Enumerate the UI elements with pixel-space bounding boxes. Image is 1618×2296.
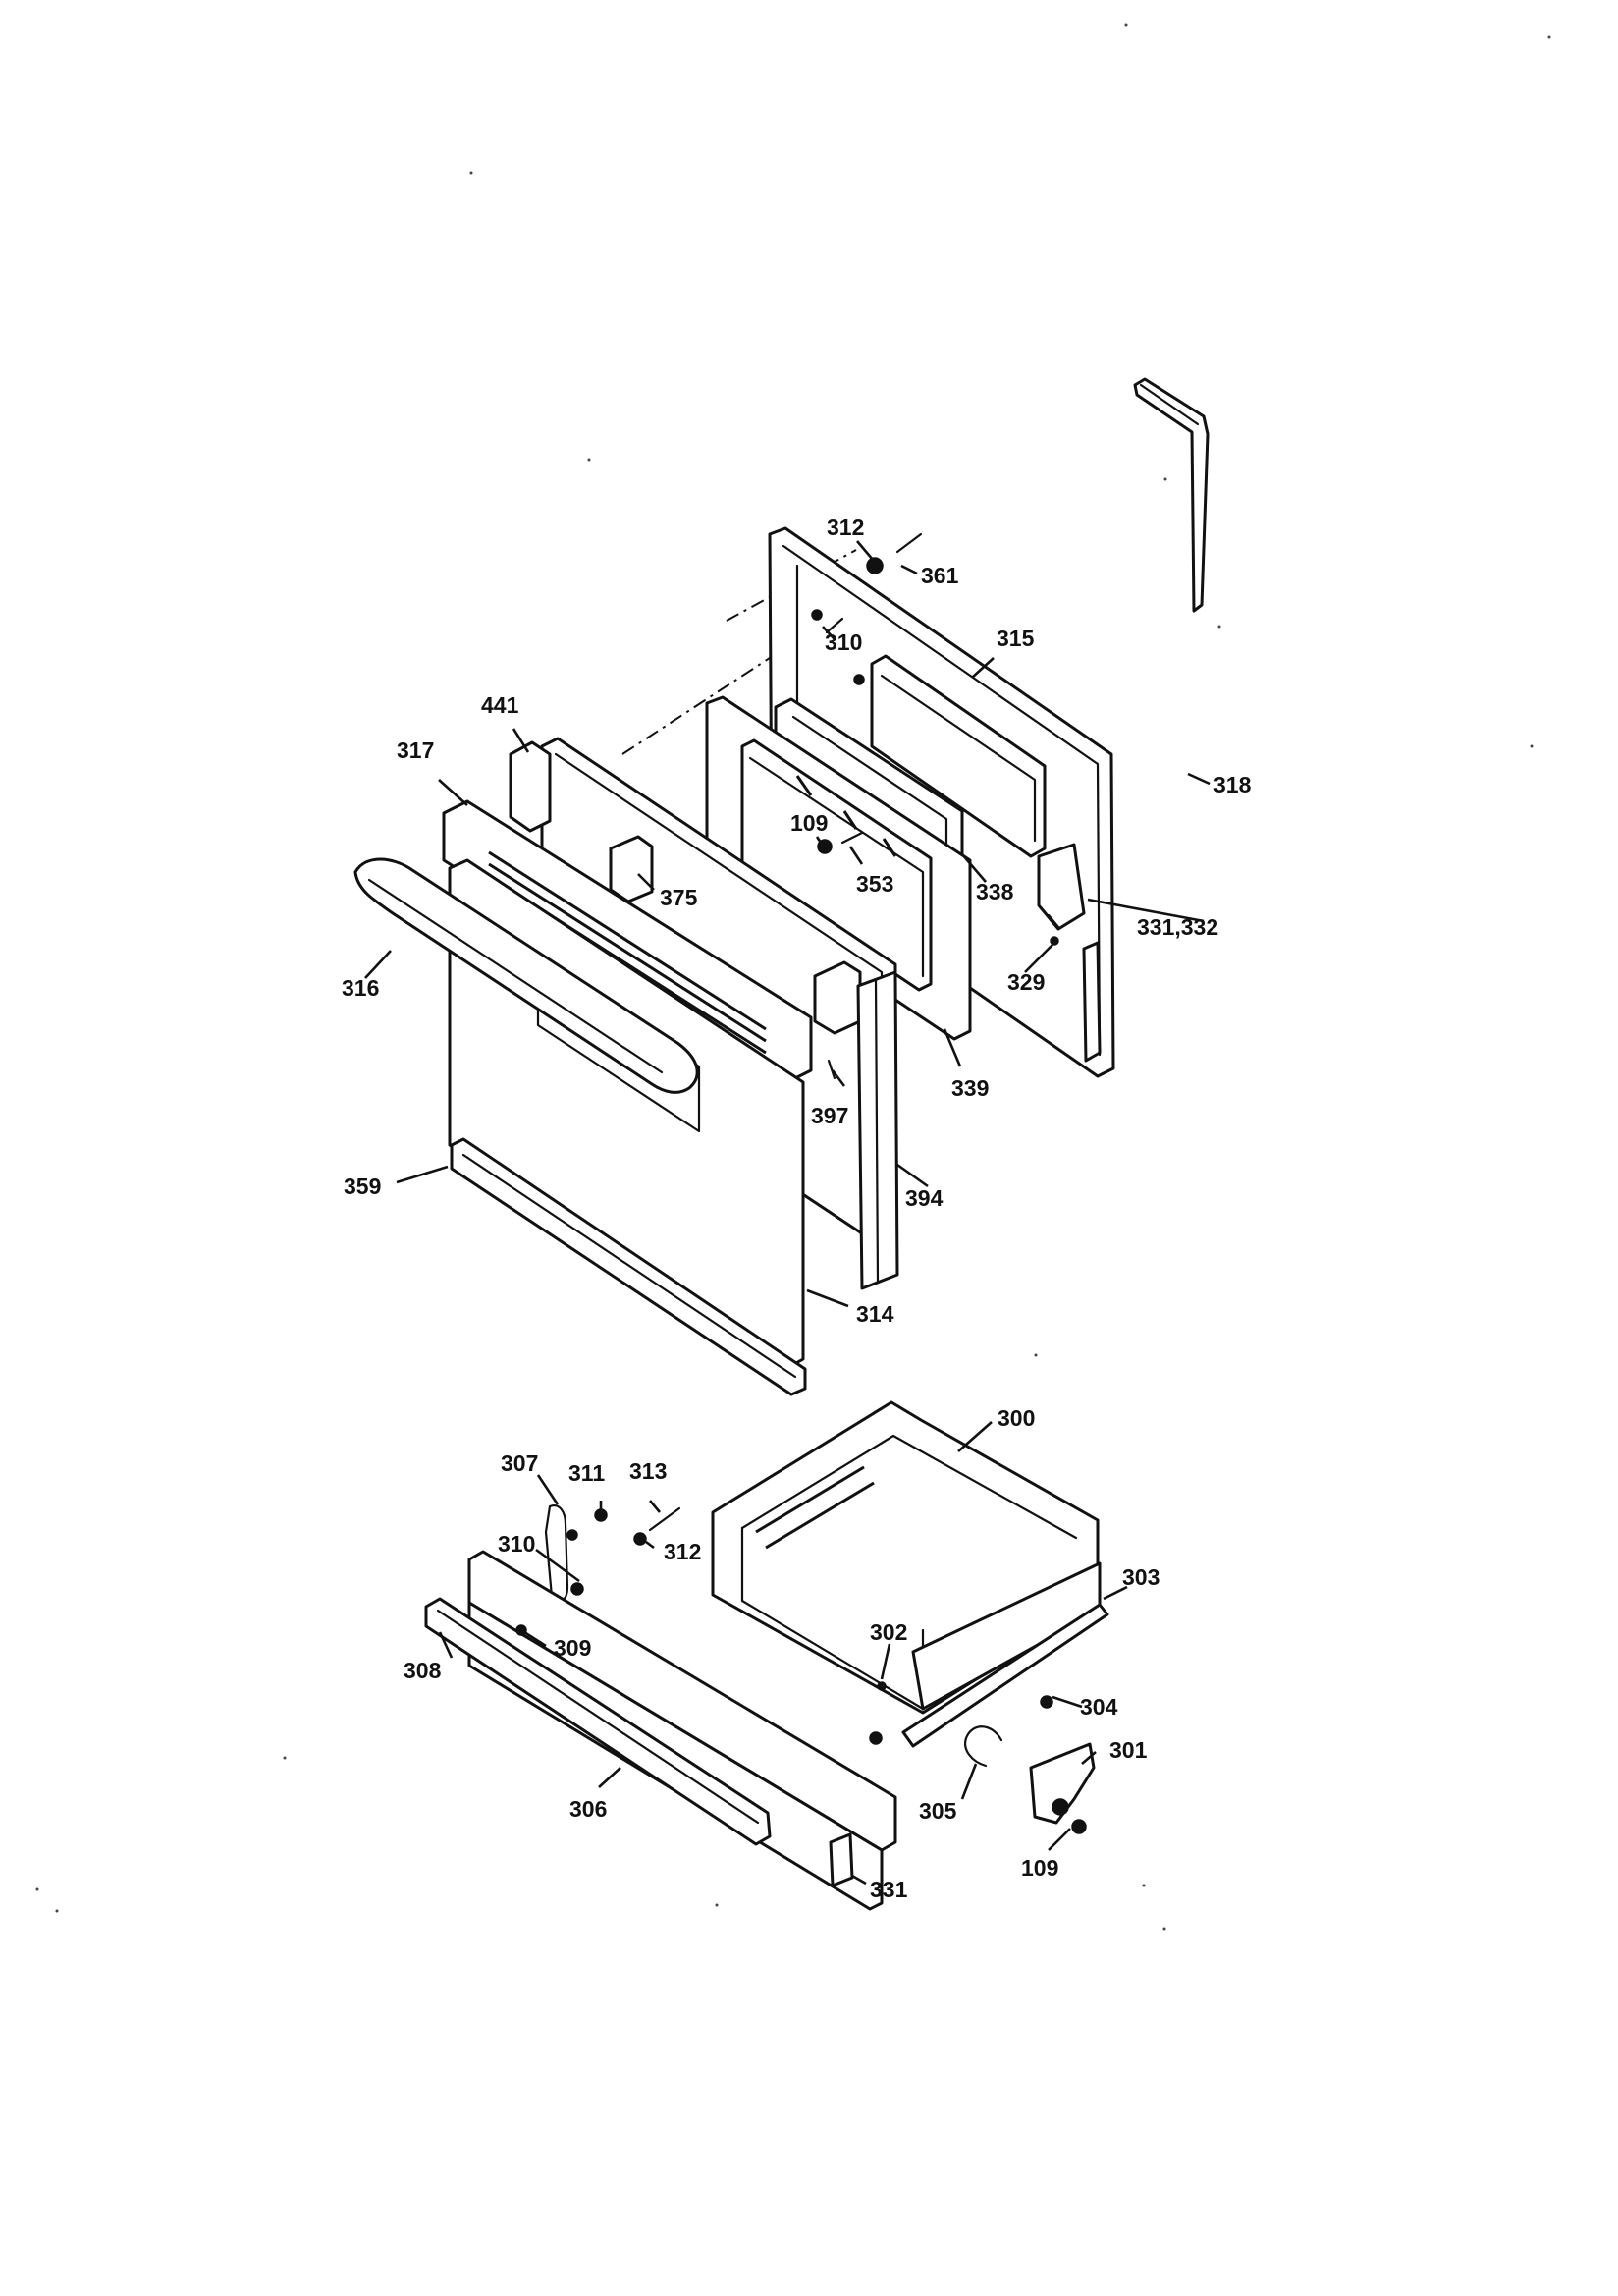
callout-306: 306: [569, 1796, 607, 1822]
drawer-gasket-307: [544, 1504, 569, 1603]
callout-309: 309: [554, 1635, 591, 1661]
callout-312-lower: 312: [664, 1539, 701, 1564]
callout-394: 394: [905, 1185, 944, 1211]
callout-375: 375: [660, 885, 698, 910]
callout-labels: 312 361 310 315 318 441 317 109 353 338 …: [342, 515, 1252, 1902]
door-handle-316: [353, 857, 699, 1094]
callout-339: 339: [951, 1075, 989, 1101]
drawer-body-300: [711, 1400, 1102, 1715]
callout-314: 314: [856, 1301, 894, 1327]
drawer-bracket-331: [829, 1832, 854, 1887]
callout-318: 318: [1214, 772, 1252, 797]
callout-353: 353: [856, 871, 893, 897]
leader-lines: [364, 540, 1211, 1886]
door-side-post-394: [856, 970, 899, 1290]
callout-359: 359: [344, 1174, 381, 1199]
callout-307: 307: [501, 1450, 538, 1476]
callout-331-332: 331,332: [1137, 914, 1218, 940]
door-gasket-318: [1133, 377, 1210, 613]
callout-304: 304: [1080, 1694, 1118, 1720]
callout-317: 317: [397, 738, 434, 763]
callout-397: 397: [811, 1103, 848, 1128]
callout-312-upper: 312: [827, 515, 864, 540]
drawer-slide-303: [901, 1603, 1109, 1748]
callout-313: 313: [629, 1458, 667, 1484]
callout-316: 316: [342, 975, 379, 1001]
callout-331: 331: [870, 1877, 908, 1902]
callout-305: 305: [919, 1798, 957, 1824]
drawer-hardware: [877, 1681, 1096, 1834]
callout-109-lower: 109: [1021, 1855, 1058, 1881]
callout-315: 315: [997, 626, 1035, 651]
callout-308: 308: [404, 1658, 442, 1683]
callout-301: 301: [1109, 1737, 1148, 1763]
callout-303: 303: [1122, 1564, 1160, 1590]
bottom-trim-359: [450, 1137, 807, 1396]
callout-310-lower: 310: [498, 1531, 535, 1557]
callout-302: 302: [870, 1619, 907, 1645]
callout-338: 338: [976, 879, 1014, 904]
callout-300: 300: [998, 1405, 1035, 1431]
callout-311: 311: [568, 1460, 605, 1486]
callout-310-upper: 310: [825, 629, 862, 655]
upper-hardware: [825, 532, 1060, 1080]
callout-361: 361: [921, 563, 959, 588]
callout-109-upper: 109: [790, 810, 828, 836]
callout-441: 441: [481, 692, 519, 718]
callout-329: 329: [1007, 969, 1045, 995]
drawer-handle-308: [424, 1597, 772, 1846]
lower-hardware: [515, 1506, 681, 1636]
